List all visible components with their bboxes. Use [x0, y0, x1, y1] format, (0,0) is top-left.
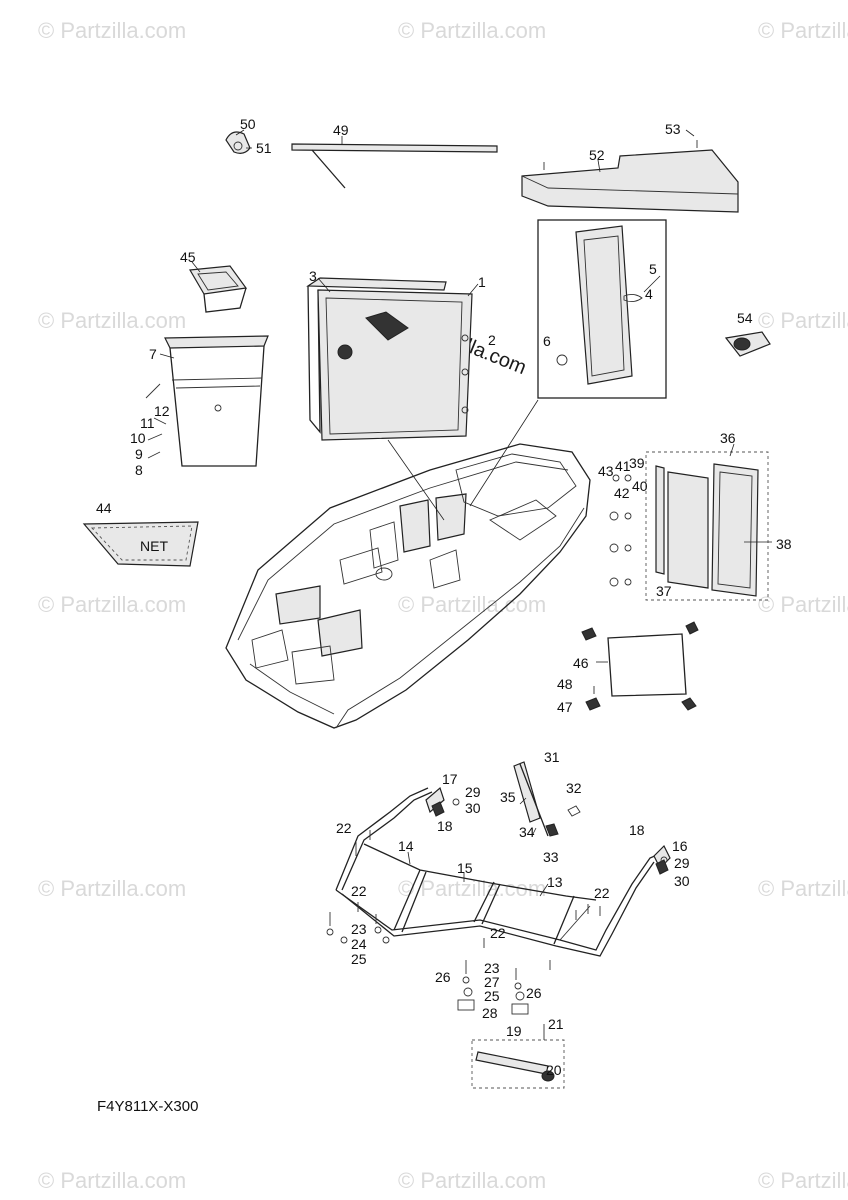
callout-10: 10 [130, 430, 146, 446]
part-31-strut [513, 761, 581, 837]
callout-21: 21 [548, 1016, 564, 1032]
callout-7: 7 [149, 346, 157, 362]
watermark: © Partzilla.com [38, 876, 186, 901]
watermark: © Partzilla.com [398, 18, 546, 43]
callout-9: 9 [135, 446, 143, 462]
callout-26a: 26 [435, 969, 451, 985]
callout-43: 43 [598, 463, 614, 479]
callout-34: 34 [519, 824, 535, 840]
callout-19: 19 [506, 1023, 522, 1039]
watermarks: © Partzilla.com © Partzilla.com © Partzi… [38, 18, 848, 1193]
watermark: © Partzilla.com [38, 18, 186, 43]
callout-54: 54 [737, 310, 753, 326]
callout-2: 2 [488, 332, 496, 348]
callout-12: 12 [154, 403, 170, 419]
watermark: © Partzilla.com [758, 592, 848, 617]
watermark: © Partzilla.com [38, 1168, 186, 1193]
part-19-trim [471, 1024, 565, 1089]
callout-3: 3 [309, 268, 317, 284]
callout-8: 8 [135, 462, 143, 478]
callout-22d: 22 [594, 885, 610, 901]
callout-22b: 22 [351, 883, 367, 899]
callout-14: 14 [398, 838, 414, 854]
callout-22a: 22 [336, 820, 352, 836]
part-50-latch [225, 129, 252, 154]
callout-31: 31 [544, 749, 560, 765]
callout-52: 52 [589, 147, 605, 163]
callout-35: 35 [500, 789, 516, 805]
callout-16: 16 [672, 838, 688, 854]
callout-44: 44 [96, 500, 112, 516]
callout-38: 38 [776, 536, 792, 552]
callout-13: 13 [547, 874, 563, 890]
watermark: © Partzilla.com [38, 592, 186, 617]
inset-4-5-6 [537, 219, 667, 399]
callout-6: 6 [543, 333, 551, 349]
callout-4: 4 [645, 286, 653, 302]
callout-46: 46 [573, 655, 589, 671]
callout-53: 53 [665, 121, 681, 137]
part-45-cup-holder [189, 261, 248, 313]
callout-49: 49 [333, 122, 349, 138]
callout-47: 47 [557, 699, 573, 715]
callout-15: 15 [457, 860, 473, 876]
callout-29a: 29 [465, 784, 481, 800]
callout-23b: 23 [484, 960, 500, 976]
callout-41: 41 [615, 458, 631, 474]
callout-29b: 29 [674, 855, 690, 871]
watermark: © Partzilla.com [758, 1168, 848, 1193]
callout-26b: 26 [526, 985, 542, 1001]
callout-22c: 22 [490, 925, 506, 941]
callout-18: 18 [437, 818, 453, 834]
callout-18b: 18 [629, 822, 645, 838]
callout-23a: 23 [351, 921, 367, 937]
part-36-hatch [609, 443, 772, 601]
callout-39: 39 [629, 455, 645, 471]
watermark: © Partzilla.com [758, 308, 848, 333]
callout-25a: 25 [351, 951, 367, 967]
callout-42: 42 [614, 485, 630, 501]
callout-33: 33 [543, 849, 559, 865]
watermark: © Partzilla.com [398, 592, 546, 617]
callout-37: 37 [656, 583, 672, 599]
callout-11: 11 [140, 415, 155, 431]
callout-30a: 30 [465, 800, 481, 816]
boat-hull [225, 399, 591, 729]
callout-45: 45 [180, 249, 196, 265]
callout-36: 36 [720, 430, 736, 446]
part-46-plate [581, 621, 699, 711]
callout-48: 48 [557, 676, 573, 692]
callout-5: 5 [649, 261, 657, 277]
callout-51: 51 [256, 140, 272, 156]
part-1-door [306, 277, 479, 441]
callouts: 1 2 3 4 5 6 7 8 9 10 11 12 13 14 15 16 1… [96, 116, 792, 1078]
callout-40: 40 [632, 478, 648, 494]
callout-20: 20 [546, 1062, 562, 1078]
callout-27: 27 [484, 974, 500, 990]
callout-17: 17 [442, 771, 458, 787]
callout-30b: 30 [674, 873, 690, 889]
fasteners [326, 798, 669, 1015]
windshield [335, 786, 671, 957]
part-52-step [521, 129, 739, 213]
part-49-rod [291, 136, 498, 189]
diagram-code: F4Y811X-X300 [97, 1098, 198, 1115]
part-44-net: NET [82, 521, 199, 567]
watermark: © Partzilla.com [758, 18, 848, 43]
watermark: © Partzilla.com [398, 1168, 546, 1193]
callout-1: 1 [478, 274, 486, 290]
callout-25b: 25 [484, 988, 500, 1004]
watermark: © Partzilla.com [38, 308, 186, 333]
callout-50: 50 [240, 116, 256, 132]
callout-32: 32 [566, 780, 582, 796]
part-54-latch [724, 331, 771, 357]
part-7-bin [145, 335, 269, 467]
watermark: © Partzilla.com [758, 876, 848, 901]
net-label: NET [140, 538, 168, 554]
callout-24: 24 [351, 936, 367, 952]
callout-28: 28 [482, 1005, 498, 1021]
